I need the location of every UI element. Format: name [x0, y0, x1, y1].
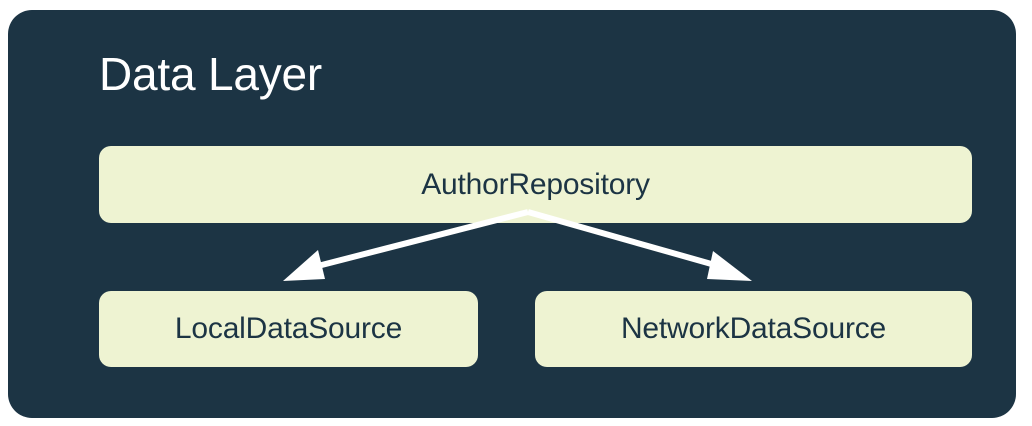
- node-network-data-source-label: NetworkDataSource: [620, 312, 887, 345]
- page-title: Data Layer: [99, 48, 323, 100]
- node-author-repository[interactable]: AuthorRepository: [99, 146, 972, 223]
- node-network-data-source[interactable]: NetworkDataSource: [535, 291, 972, 367]
- node-local-data-source[interactable]: LocalDataSource: [99, 291, 478, 367]
- data-layer-panel: Data Layer AuthorRepository LocalDataSou…: [8, 10, 1016, 418]
- node-local-data-source-label: LocalDataSource: [174, 312, 403, 345]
- node-author-repository-label: AuthorRepository: [421, 167, 650, 201]
